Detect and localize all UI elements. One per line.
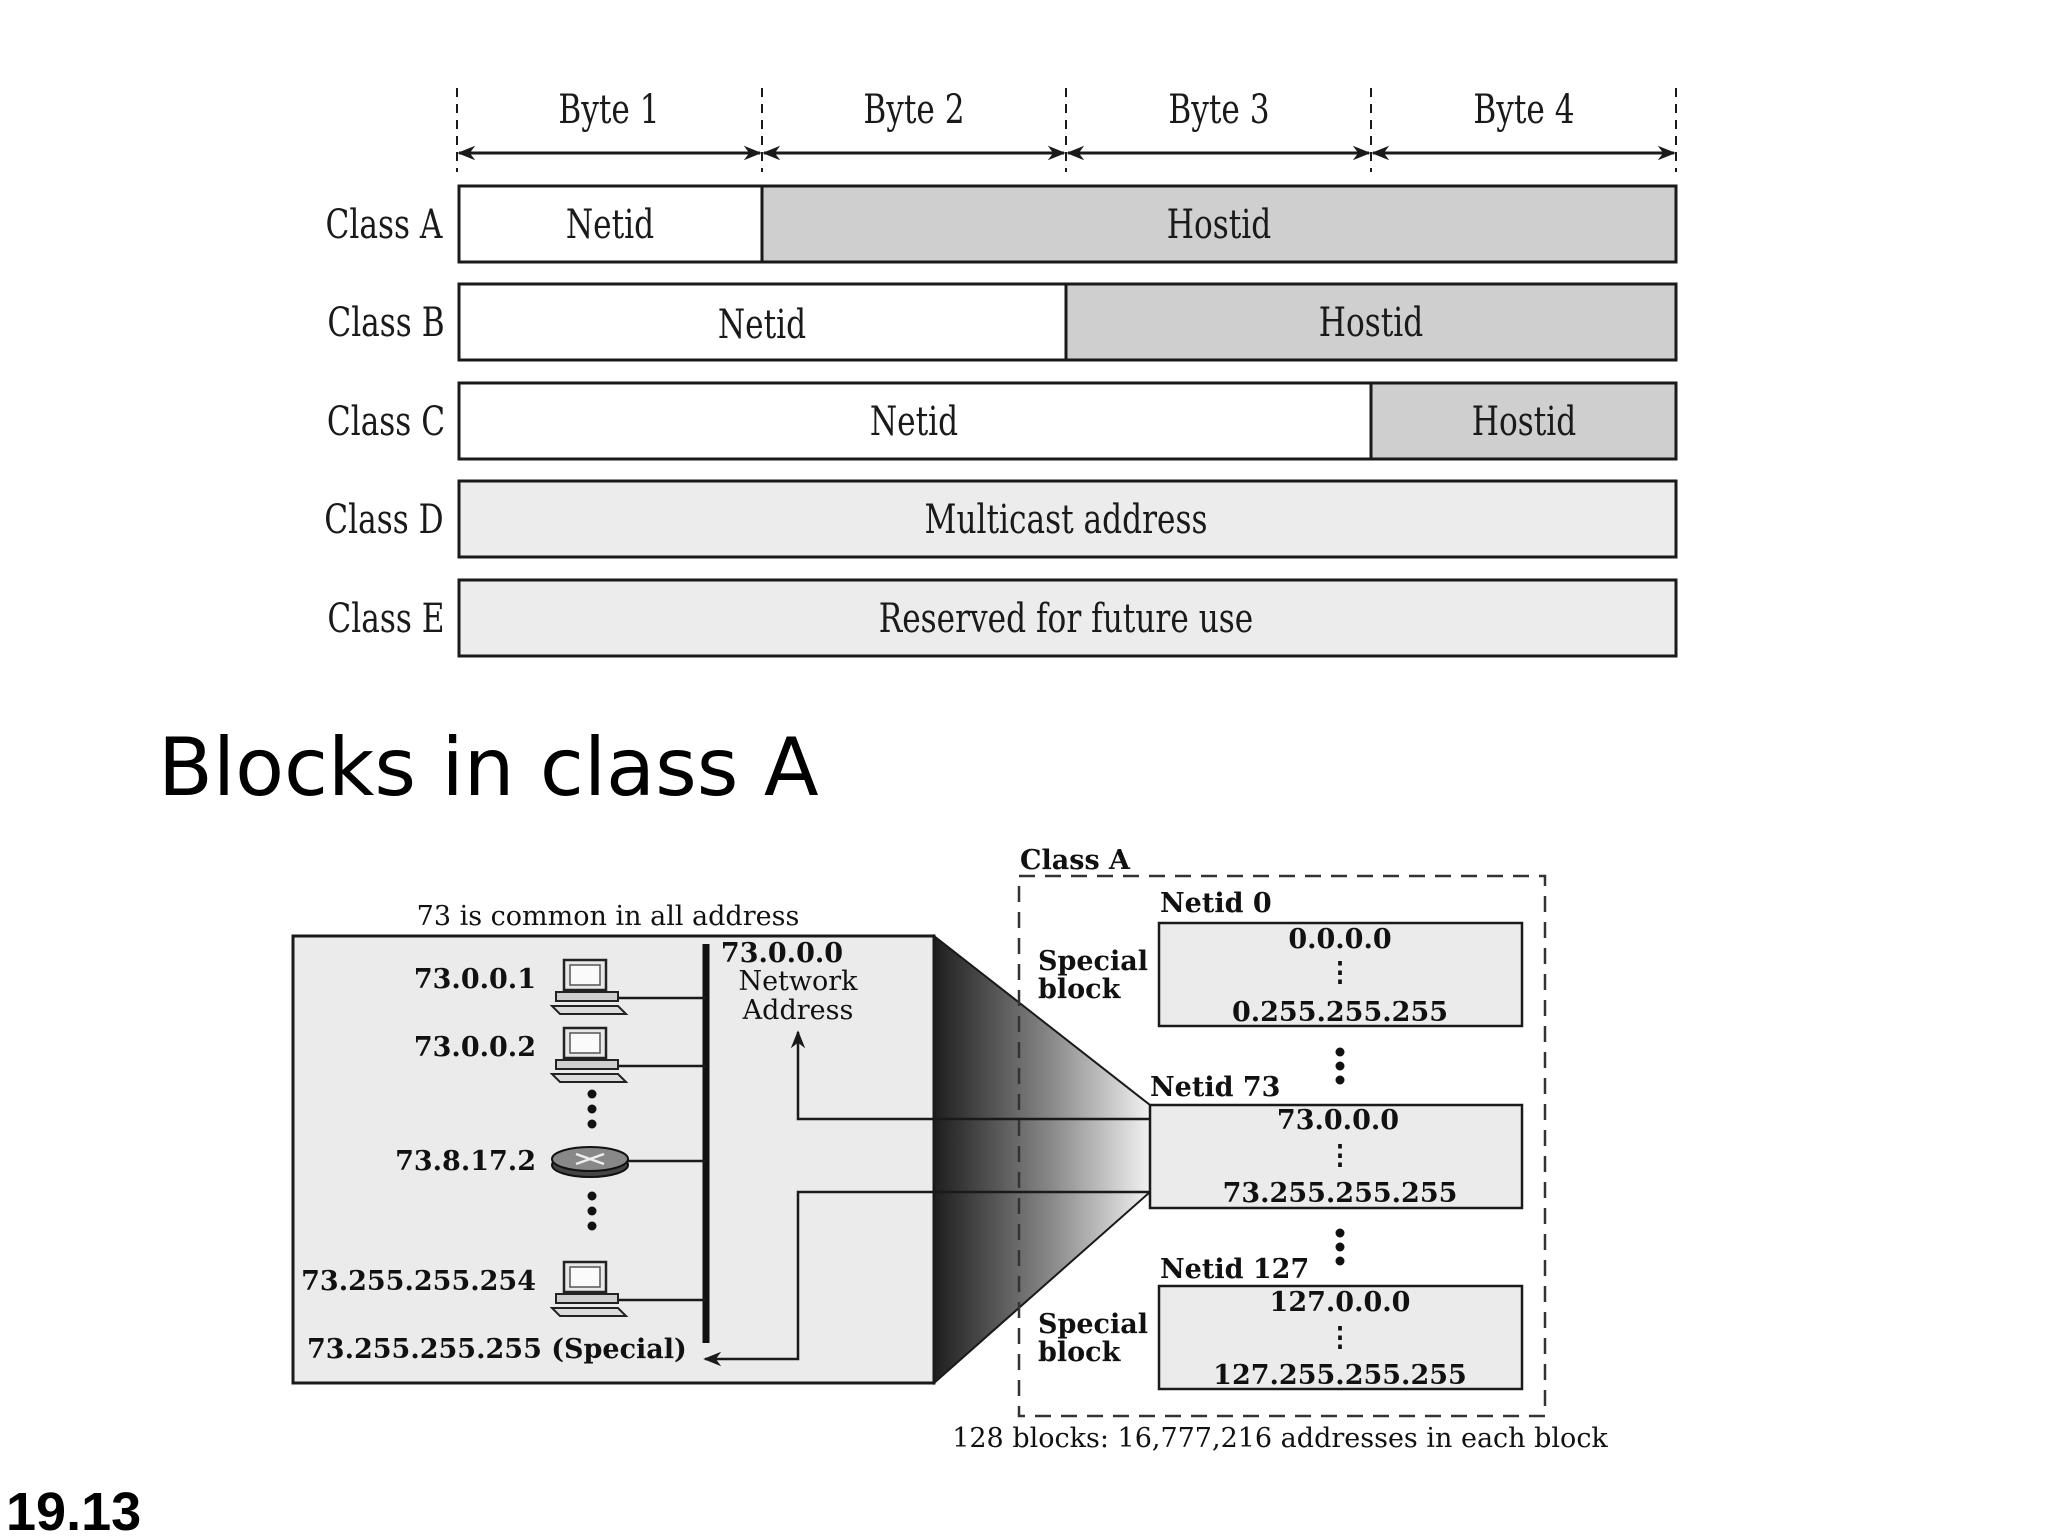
netid-127-label: Netid 127 [1160, 1254, 1309, 1285]
class-d-label: Class D [324, 497, 443, 543]
ellipsis-icon: ⋮ [1327, 1322, 1354, 1353]
class-e-field [457, 578, 1678, 658]
broadcast-address: 73.255.255.255 (Special) [307, 1334, 687, 1365]
byte-3-label: Byte 3 [1168, 87, 1269, 133]
computer-icon [549, 958, 629, 1015]
router-address: 73.8.17.2 [395, 1146, 536, 1177]
class-b-netid-label: Netid [718, 302, 806, 348]
class-a-row: Class A Netid Hostid [326, 184, 1678, 264]
netid-73-block [1148, 1103, 1524, 1210]
network-address-caption: Address [742, 995, 854, 1026]
ellipsis-icon [587, 1191, 597, 1231]
class-b-hostid-label: Hostid [1319, 300, 1423, 346]
class-a-netid-field [457, 184, 764, 264]
class-b-row: Class B Netid Hostid [327, 282, 1678, 362]
netid-73-label: Netid 73 [1150, 1072, 1280, 1103]
netid-127-block [1157, 1284, 1524, 1391]
class-b-label: Class B [327, 300, 444, 346]
class-e-row: Class E Reserved for future use [327, 578, 1678, 658]
class-a-hostid-field [760, 184, 1678, 264]
netid-73-first-address: 73.0.0.0 [1277, 1105, 1399, 1136]
host-address: 73.0.0.1 [414, 964, 536, 995]
byte-2-label: Byte 2 [863, 87, 964, 133]
class-a-container [1017, 874, 1547, 1418]
class-e-reserved-label: Reserved for future use [879, 596, 1254, 642]
class-d-field [457, 479, 1678, 559]
byte-boundaries [456, 88, 1677, 172]
netid-73-last-address: 73.255.255.255 [1223, 1178, 1458, 1209]
computer-icon [549, 1026, 629, 1083]
class-a-hostid-label: Hostid [1167, 202, 1271, 248]
class-b-netid-field [457, 282, 1068, 362]
class-c-netid-label: Netid [870, 399, 958, 445]
class-a-footer: 128 blocks: 16,777,216 addresses in each… [952, 1423, 1608, 1454]
class-c-hostid-field [1369, 381, 1678, 461]
class-c-hostid-label: Hostid [1472, 399, 1576, 445]
slide-number: 19.13 [6, 1482, 141, 1536]
class-a-label: Class A [326, 202, 444, 248]
class-c-row: Class C Netid Hostid [327, 381, 1678, 461]
netid-0-label: Netid 0 [1160, 888, 1272, 919]
byte-4-label: Byte 4 [1473, 87, 1574, 133]
special-block-label: block [1038, 974, 1122, 1005]
network-address-caption: Network [738, 966, 858, 997]
special-block-label: block [1038, 1337, 1122, 1368]
ellipsis-icon [587, 1089, 597, 1129]
computer-icon [549, 1260, 629, 1317]
netid-127-last-address: 127.255.255.255 [1213, 1360, 1467, 1391]
special-block-label: Special [1038, 1309, 1148, 1340]
network-address-arrow [790, 1030, 1264, 1121]
host-address: 73.0.0.2 [414, 1032, 536, 1063]
special-block-label: Special [1038, 946, 1148, 977]
netid-127-first-address: 127.0.0.0 [1270, 1287, 1411, 1318]
class-a-blocks-diagram: 73 is common in all address [291, 845, 1608, 1454]
class-a-container-title: Class A [1020, 845, 1131, 876]
netid-0-first-address: 0.0.0.0 [1288, 924, 1391, 955]
ellipsis-icon: ⋮ [1327, 957, 1354, 988]
ellipsis-icon [1335, 1047, 1345, 1085]
section-title: Blocks in class A [158, 721, 819, 814]
class-d-row: Class D Multicast address [324, 479, 1678, 559]
host-address: 73.255.255.254 [301, 1266, 536, 1297]
netid-0-last-address: 0.255.255.255 [1232, 997, 1448, 1028]
class-e-label: Class E [327, 596, 444, 642]
class-b-hostid-field [1064, 282, 1678, 362]
byte-1-label: Byte 1 [558, 87, 659, 133]
class-a-netid-label: Netid [566, 202, 654, 248]
ellipsis-icon [1335, 1228, 1345, 1266]
netid-0-block [1157, 921, 1524, 1028]
router-icon [551, 1146, 629, 1178]
class-c-netid-field [457, 381, 1373, 461]
network-address-value: 73.0.0.0 [721, 938, 843, 969]
class-c-label: Class C [327, 399, 445, 445]
broadcast-arrow [703, 1190, 1208, 1367]
network-caption: 73 is common in all address [417, 901, 800, 932]
ellipsis-icon: ⋮ [1327, 1140, 1354, 1171]
ip-class-diagram: Byte 1 Byte 2 Byte 3 Byte 4 Class A Neti… [324, 87, 1678, 658]
class-d-multicast-label: Multicast address [925, 497, 1208, 543]
